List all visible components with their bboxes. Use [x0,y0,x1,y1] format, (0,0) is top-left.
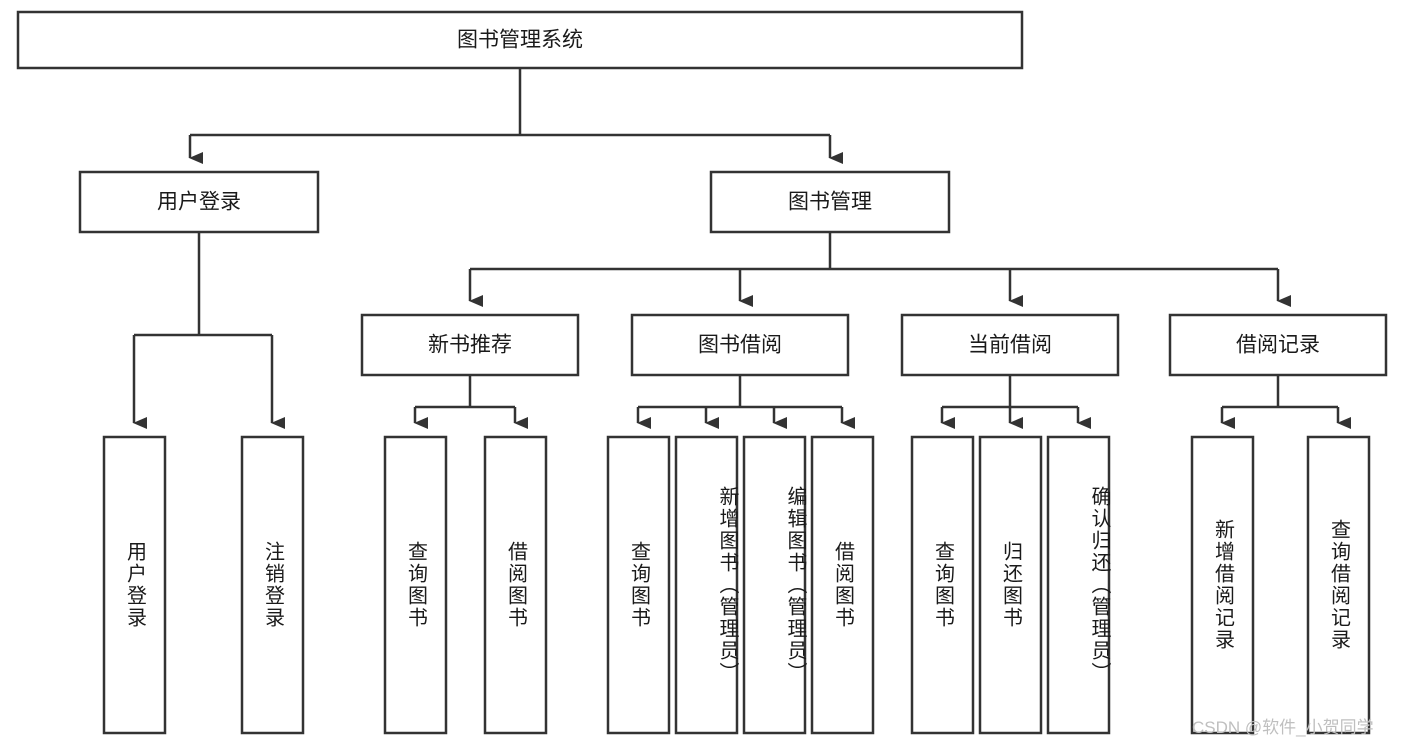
node-leaf-user-login-0-box[interactable] [102,435,167,735]
node-leaf-book-borrow-0-box[interactable] [606,435,671,735]
node-new-book-recommend-label: 新书推荐 [428,334,512,357]
node-leaf-book-borrow-1-box[interactable] [674,435,739,735]
connector-group-user-login-to-leaves [132,232,285,429]
node-book-management-box[interactable] [709,170,951,234]
node-current-borrow-box[interactable] [900,313,1120,377]
connector-group-book-management-to-level3 [468,232,1291,307]
node-leaf-new-book-recommend-0-box[interactable] [383,435,448,735]
connector-group-current-borrow-to-leaves [940,375,1091,429]
node-leaf-current-borrow-0-box[interactable] [910,435,975,735]
node-root-label: 图书管理系统 [457,29,583,52]
node-leaf-borrow-record-1-box[interactable] [1306,435,1371,735]
node-root-box[interactable] [16,10,1024,70]
node-leaf-current-borrow-1-box[interactable] [978,435,1043,735]
node-new-book-recommend-box[interactable] [360,313,580,377]
node-borrow-record-box[interactable] [1168,313,1388,377]
node-leaf-current-borrow-2-box[interactable] [1046,435,1111,735]
node-borrow-record-label: 借阅记录 [1236,334,1320,357]
connector-group-root-to-level2 [188,68,843,164]
connector-group-new-book-recommend-to-leaves [413,375,528,429]
node-book-borrow-label: 图书借阅 [698,334,782,357]
node-user-login-box[interactable] [78,170,320,234]
connector-group-borrow-record-to-leaves [1220,375,1351,429]
node-leaf-book-borrow-2-box[interactable] [742,435,807,735]
node-current-borrow-label: 当前借阅 [968,334,1052,357]
node-book-management-label: 图书管理 [788,191,872,214]
node-user-login-label: 用户登录 [157,191,241,214]
node-leaf-new-book-recommend-1-box[interactable] [483,435,548,735]
node-leaf-user-login-1-box[interactable] [240,435,305,735]
node-leaf-book-borrow-3-box[interactable] [810,435,875,735]
node-book-borrow-box[interactable] [630,313,850,377]
connector-group-book-borrow-to-leaves [636,375,855,429]
csdn-watermark: CSDN @软件_小贺同学 [1192,718,1374,737]
node-leaf-borrow-record-0-box[interactable] [1190,435,1255,735]
